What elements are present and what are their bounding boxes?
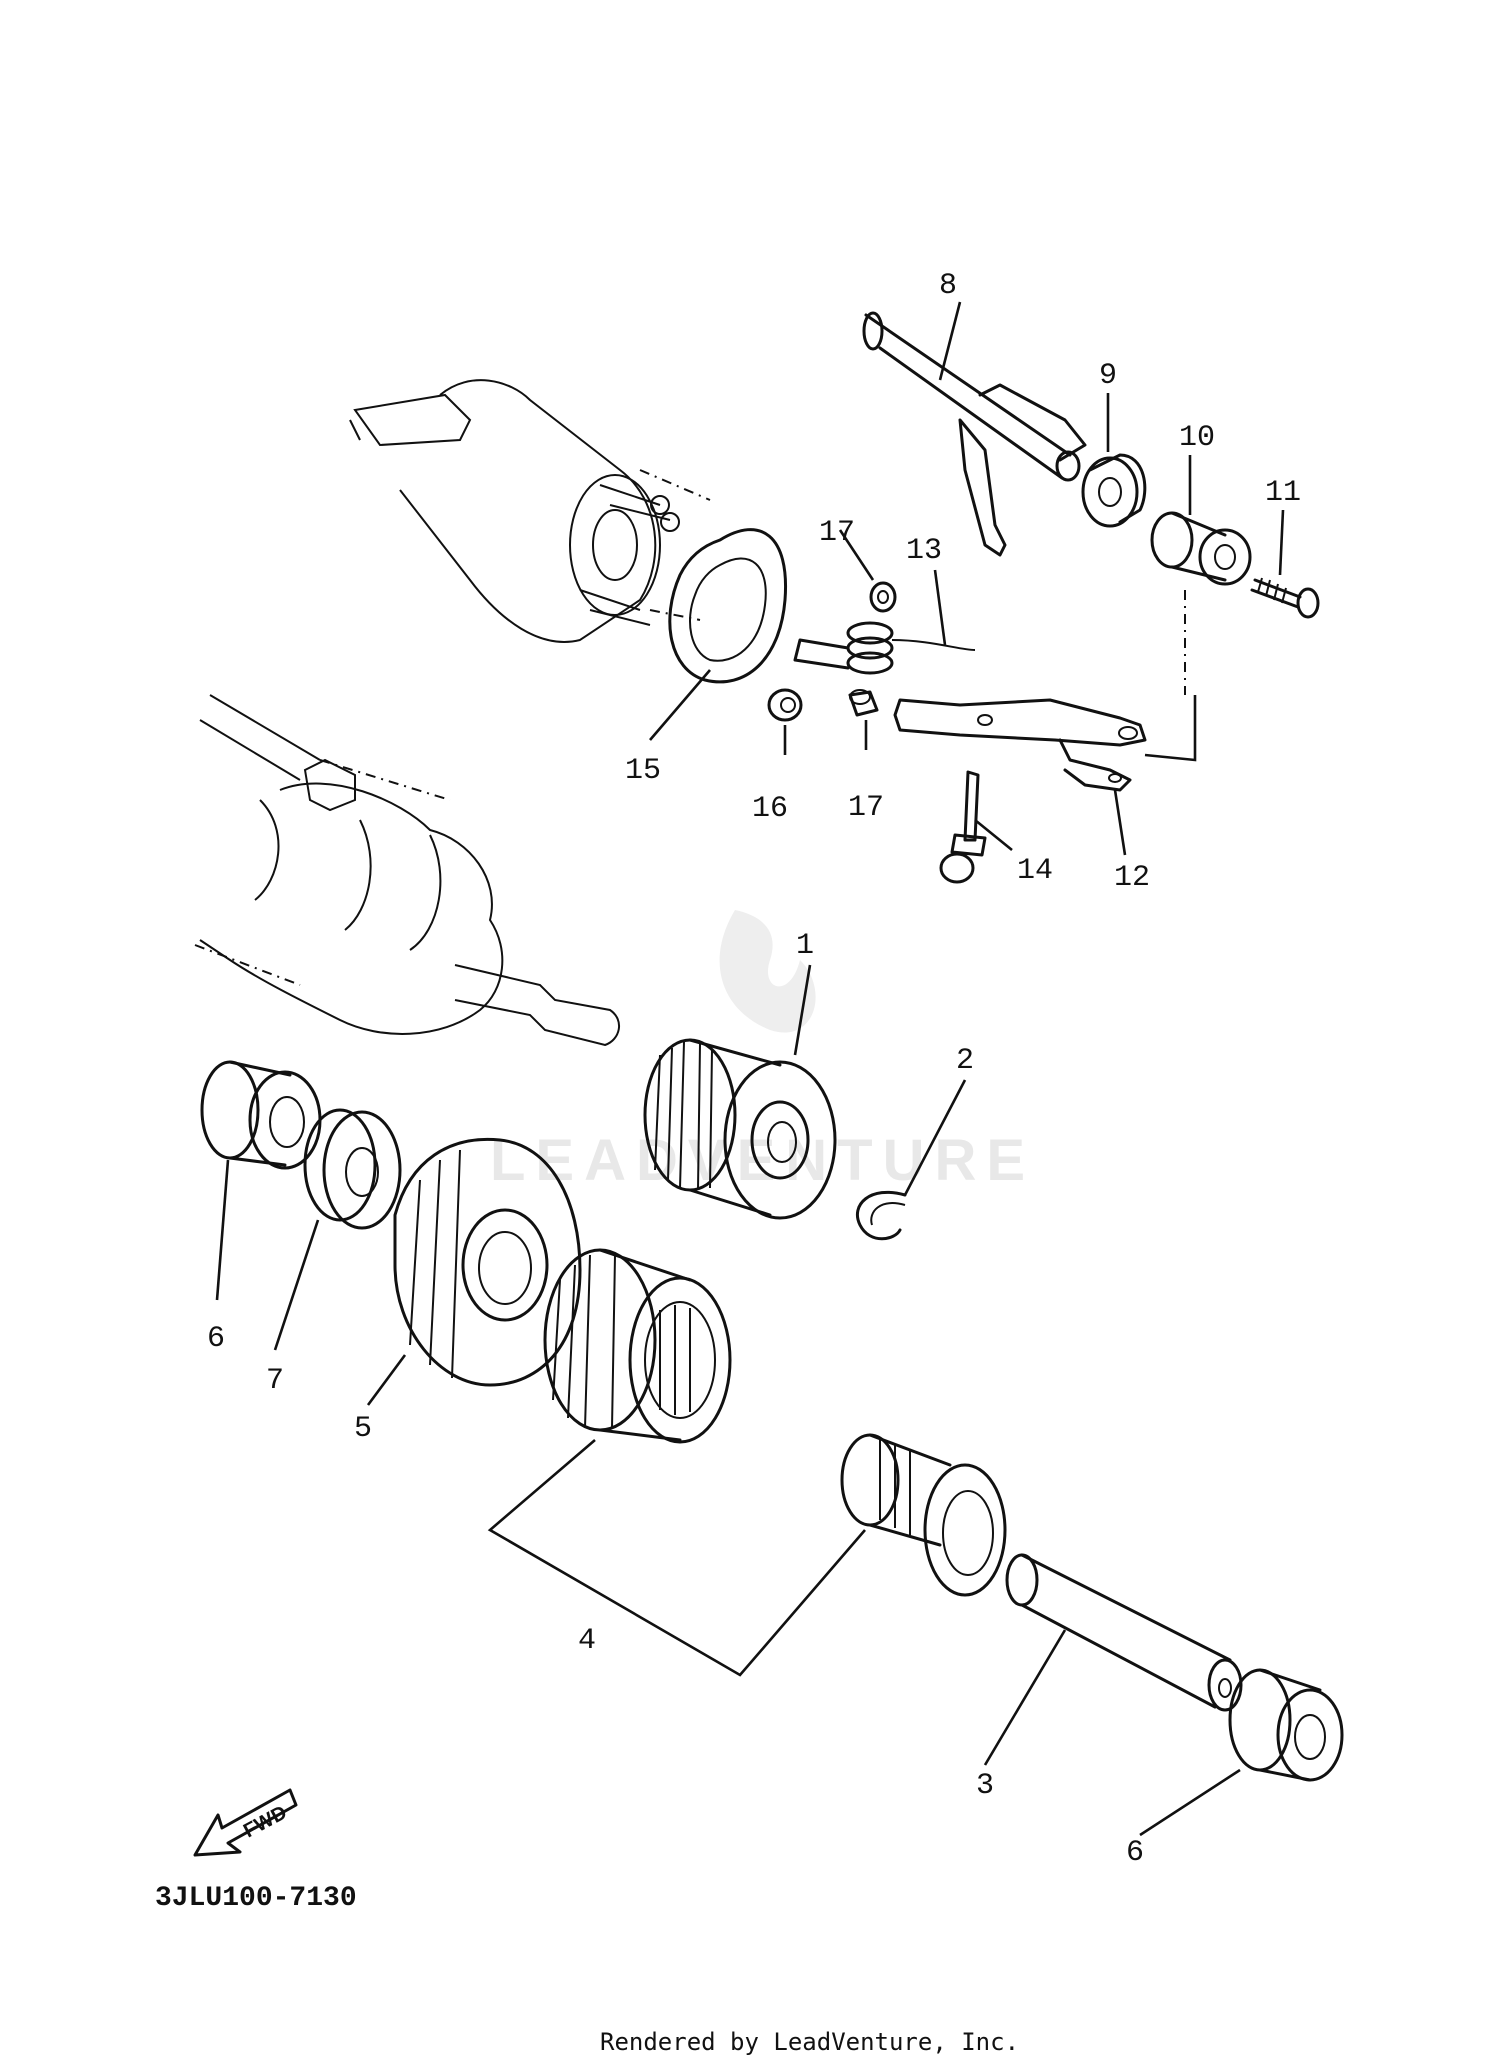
part-13-spring (793, 621, 976, 675)
label-6-left: 6 (207, 1322, 225, 1356)
label-9: 9 (1099, 359, 1117, 393)
label-2: 2 (956, 1044, 974, 1078)
fwd-label: FWD (240, 1802, 291, 1843)
label-6-right: 6 (1126, 1836, 1144, 1870)
label-15: 15 (625, 754, 661, 788)
label-7: 7 (266, 1364, 284, 1398)
part-4-sleeve (840, 1433, 1007, 1597)
watermark: LEADVENTURE (490, 910, 1035, 1193)
part-8-shaft-fork (862, 311, 1087, 557)
part-3-shaft (1005, 1553, 1243, 1712)
part-6-bearing-left (200, 1060, 322, 1170)
footer-credit: Rendered by LeadVenture, Inc. (600, 2028, 1019, 2056)
part-14-pin (939, 770, 987, 884)
label-11: 11 (1265, 476, 1301, 510)
part-10-collar (1150, 511, 1252, 586)
label-3: 3 (976, 1769, 994, 1803)
leader-lines (215, 301, 1285, 1837)
part-7-washer (303, 1108, 402, 1230)
part-15-gasket (668, 528, 788, 684)
assembly-lines-upper (1144, 590, 1197, 762)
label-13: 13 (906, 534, 942, 568)
part-12-lever (893, 698, 1147, 792)
starter-solenoid (349, 379, 711, 643)
part-1-gear (643, 1038, 837, 1220)
label-16: 16 (752, 792, 788, 826)
label-1: 1 (796, 929, 814, 963)
fwd-arrow-icon: FWD (193, 1788, 298, 1857)
part-17-collar-bottom (848, 689, 879, 717)
label-14: 14 (1017, 854, 1053, 888)
label-5: 5 (354, 1412, 372, 1446)
label-8: 8 (939, 269, 957, 303)
label-17-bottom: 17 (848, 791, 884, 825)
label-10: 10 (1179, 421, 1215, 455)
watermark-text: LEADVENTURE (490, 1128, 1035, 1193)
part-16-nut (767, 688, 803, 722)
diagram-code: 3JLU100-7130 (155, 1883, 357, 1914)
part-5-large-gear (393, 1137, 582, 1387)
part-number-labels: 1 2 3 4 5 6 6 7 8 9 10 11 12 13 14 15 16… (207, 269, 1301, 1870)
label-12: 12 (1114, 861, 1150, 895)
part-17-collar-top (869, 581, 897, 613)
part-11-screw (1250, 577, 1320, 619)
starter-motor (194, 694, 620, 1047)
part-9-washer (1081, 453, 1147, 528)
label-17-top: 17 (819, 516, 855, 550)
part-4-clutch-gear (543, 1248, 732, 1444)
part-2-circlip (855, 1190, 907, 1241)
part-6-bearing-right (1228, 1668, 1344, 1782)
label-4: 4 (578, 1624, 596, 1658)
